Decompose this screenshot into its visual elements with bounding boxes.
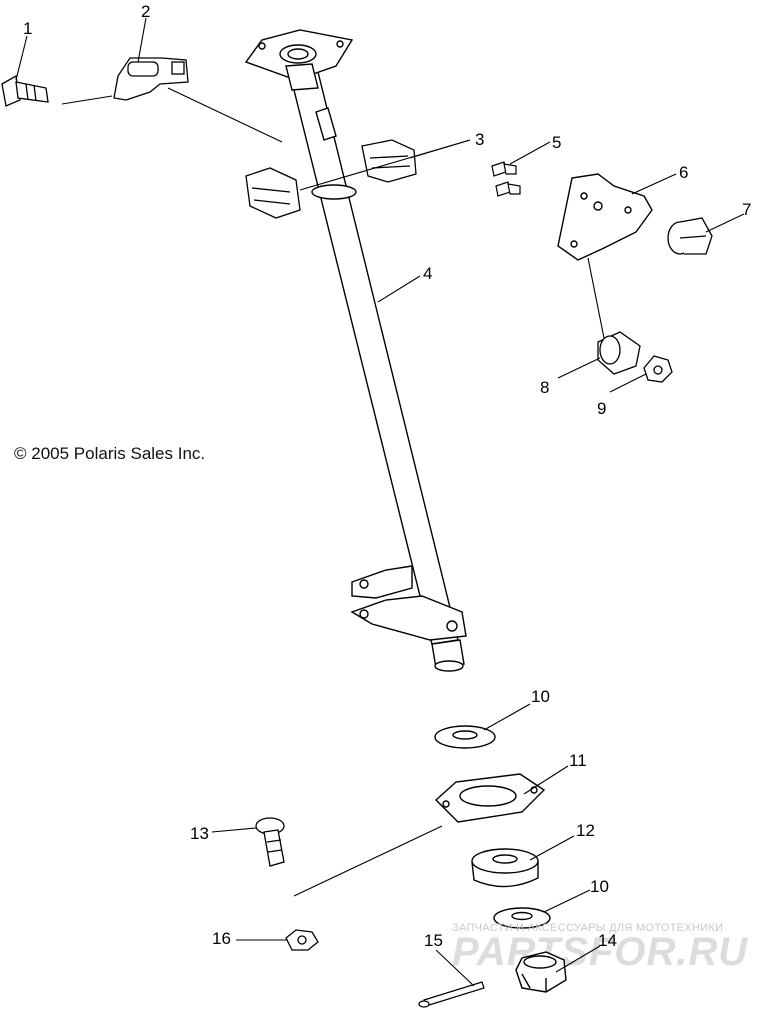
callout-labels: 1 2 3 4 5 6 7 8 9 10 11 12 13 10 14 15 1… bbox=[23, 2, 751, 950]
leader-lines bbox=[15, 17, 745, 987]
callout-9: 9 bbox=[597, 399, 606, 418]
cotter-pin-part-15 bbox=[418, 981, 485, 1008]
bushing-part-3 bbox=[245, 139, 417, 219]
bushing-part-12 bbox=[471, 848, 539, 888]
nut-part-9 bbox=[643, 355, 673, 383]
nut-part-16 bbox=[285, 929, 319, 951]
callout-12: 12 bbox=[576, 821, 595, 840]
watermark: PARTSFOR.RU bbox=[452, 930, 748, 974]
callout-16: 16 bbox=[212, 929, 231, 948]
callout-7: 7 bbox=[742, 200, 751, 219]
callout-1: 1 bbox=[23, 19, 32, 38]
callout-6: 6 bbox=[679, 163, 688, 182]
callout-10-lower: 10 bbox=[590, 877, 609, 896]
watermark-tagline: ЗАПЧАСТИ И АКСЕССУАРЫ ДЛЯ МОТОТЕХНИКИ bbox=[452, 922, 724, 934]
spacer-part-8 bbox=[597, 331, 641, 375]
callout-15: 15 bbox=[424, 931, 443, 950]
washer-part-10-upper bbox=[434, 725, 496, 749]
watermark-brand: PARTSFOR.RU bbox=[452, 930, 748, 974]
callout-2: 2 bbox=[141, 2, 150, 21]
bolt-part-13 bbox=[255, 817, 285, 867]
callout-8: 8 bbox=[540, 378, 549, 397]
plate-part-6 bbox=[557, 173, 653, 261]
callout-10-upper: 10 bbox=[531, 687, 550, 706]
bushing-part-7 bbox=[667, 217, 713, 255]
washer-part-10-lower bbox=[493, 907, 551, 929]
callout-5: 5 bbox=[552, 133, 561, 152]
copyright-notice: © 2005 Polaris Sales Inc. bbox=[14, 444, 206, 463]
callout-14: 14 bbox=[598, 931, 617, 950]
flange-plate-part-11 bbox=[434, 773, 546, 823]
nut-part-14 bbox=[515, 951, 567, 993]
steering-post-part-4 bbox=[244, 29, 467, 672]
callout-13: 13 bbox=[190, 824, 209, 843]
callout-3: 3 bbox=[475, 130, 484, 149]
callout-11: 11 bbox=[569, 751, 587, 770]
bracket-part-2 bbox=[113, 57, 189, 101]
bolt-part-1 bbox=[1, 74, 49, 107]
callout-4: 4 bbox=[423, 264, 432, 283]
bolt-part-5 bbox=[491, 161, 521, 197]
